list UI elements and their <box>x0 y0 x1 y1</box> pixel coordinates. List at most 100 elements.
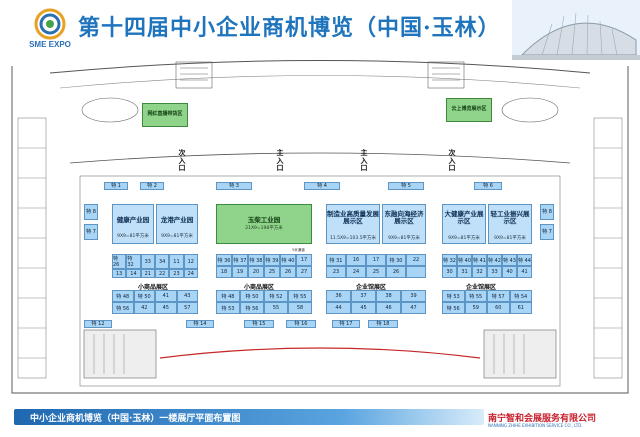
booth[interactable]: 特 56 <box>442 302 465 314</box>
booth[interactable]: 38 <box>376 290 401 302</box>
booth[interactable]: 21 <box>140 269 155 278</box>
booth[interactable]: 24 <box>183 269 198 278</box>
booth[interactable]: 27 <box>296 266 312 278</box>
booth-left-7[interactable]: 特 7 <box>84 224 98 240</box>
booth[interactable]: 特 55 <box>288 290 312 302</box>
booth-right-8[interactable]: 特 8 <box>540 204 554 220</box>
booth[interactable]: 58 <box>288 302 312 314</box>
booth-special-16[interactable]: 特 16 <box>286 320 316 328</box>
booth-special-4[interactable]: 特 4 <box>304 182 340 190</box>
entrance-main-left[interactable]: 主入口 <box>276 149 284 173</box>
booth-right-7[interactable]: 特 7 <box>540 224 554 240</box>
booth[interactable]: 23 <box>326 266 346 278</box>
booth[interactable]: 特 39 <box>264 254 280 266</box>
booth[interactable]: 30 <box>442 266 457 278</box>
booth[interactable]: 25 <box>366 266 386 278</box>
zone-longyao-park[interactable]: 龙港产业园 9X9=81平方米 <box>156 204 198 244</box>
booth-special-2[interactable]: 特 2 <box>140 182 164 190</box>
booth[interactable]: 32 <box>472 266 487 278</box>
booth[interactable]: 11 <box>169 254 184 269</box>
booth[interactable]: 55 <box>264 302 288 314</box>
booth[interactable]: 特 48 <box>216 290 240 302</box>
booth[interactable]: 特 50 <box>240 290 264 302</box>
booth-special-17[interactable]: 特 17 <box>332 320 360 328</box>
booth[interactable]: 18 <box>216 266 232 278</box>
booth[interactable]: 特 38 <box>248 254 264 266</box>
booth[interactable]: 特 55 <box>464 290 487 302</box>
booth[interactable]: 57 <box>176 302 198 314</box>
booth[interactable]: 31 <box>457 266 472 278</box>
booth[interactable]: 特 53 <box>442 290 465 302</box>
booth[interactable]: 34 <box>154 254 170 269</box>
booth[interactable]: 特 41 <box>472 254 487 266</box>
booth[interactable]: 22 <box>154 269 170 278</box>
booth[interactable]: 26 <box>280 266 296 278</box>
booth[interactable]: 特 26 <box>112 254 127 269</box>
zone-manufacturing[interactable]: 制造业高质量发展展示区 11.5X9=103.5平方米 <box>326 204 380 244</box>
zone-cloud-expo[interactable]: 云上博览展示区 <box>446 98 492 122</box>
booth-special-5[interactable]: 特 5 <box>388 182 424 190</box>
booth-left-8[interactable]: 特 8 <box>84 204 98 220</box>
booth[interactable]: 45 <box>351 302 376 314</box>
booth[interactable]: 61 <box>509 302 532 314</box>
booth-special-14[interactable]: 特 14 <box>186 320 214 328</box>
booth[interactable]: 特 42 <box>487 254 502 266</box>
booth[interactable]: 16 <box>346 254 366 266</box>
zone-yuchai-industrial-park[interactable]: 玉柴工业园 21X9=198平方米 <box>216 204 312 244</box>
booth[interactable]: 59 <box>464 302 487 314</box>
zone-dongrong[interactable]: 东融向海经济展示区 9X9=81平方米 <box>382 204 426 244</box>
booth[interactable]: 37 <box>351 290 376 302</box>
zone-health-park[interactable]: 健康产业园 9X9=81平方米 <box>112 204 154 244</box>
booth-special-3[interactable]: 特 3 <box>216 182 252 190</box>
booth[interactable]: 36 <box>326 290 351 302</box>
booth[interactable]: 45 <box>155 302 177 314</box>
booth-special-1[interactable]: 特 1 <box>104 182 128 190</box>
booth[interactable]: 特 36 <box>216 254 232 266</box>
booth[interactable]: 20 <box>248 266 264 278</box>
zone-big-health[interactable]: 大健康产业展示区 9X9=81平方米 <box>442 204 486 244</box>
booth[interactable]: 25 <box>264 266 280 278</box>
booth[interactable]: 14 <box>126 269 141 278</box>
booth[interactable] <box>406 266 426 278</box>
booth[interactable]: 23 <box>169 269 184 278</box>
booth[interactable]: 特 43 <box>502 254 517 266</box>
booth[interactable]: 22 <box>406 254 426 266</box>
booth[interactable]: 43 <box>176 290 198 302</box>
booth[interactable]: 26 <box>386 266 406 278</box>
booth[interactable]: 特 50 <box>133 290 155 302</box>
booth[interactable]: 42 <box>133 302 155 314</box>
booth[interactable]: 特 31 <box>326 254 346 266</box>
booth[interactable]: 特 48 <box>112 290 134 302</box>
booth[interactable]: 41 <box>517 266 532 278</box>
booth[interactable]: 33 <box>487 266 502 278</box>
entrance-secondary-right[interactable]: 次入口 <box>448 149 456 173</box>
booth[interactable]: 44 <box>326 302 351 314</box>
zone-livestream[interactable]: 网红直播带货区 <box>142 103 188 127</box>
booth[interactable]: 13 <box>112 269 127 278</box>
booth[interactable]: 特 40 <box>457 254 472 266</box>
booth[interactable]: 17 <box>296 254 312 266</box>
booth[interactable]: 特 56 <box>240 302 264 314</box>
booth[interactable]: 特 57 <box>487 290 510 302</box>
booth[interactable]: 特 37 <box>232 254 248 266</box>
booth[interactable]: 24 <box>346 266 366 278</box>
booth[interactable]: 17 <box>366 254 386 266</box>
booth[interactable]: 特 32 <box>126 254 141 269</box>
booth[interactable]: 特 44 <box>517 254 532 266</box>
booth[interactable]: 特 32 <box>442 254 457 266</box>
booth[interactable]: 39 <box>401 290 426 302</box>
booth[interactable]: 33 <box>140 254 155 269</box>
booth[interactable]: 19 <box>232 266 248 278</box>
booth[interactable]: 41 <box>155 290 177 302</box>
booth[interactable]: 47 <box>401 302 426 314</box>
booth[interactable]: 特 40 <box>280 254 296 266</box>
booth-special-12[interactable]: 特 12 <box>84 320 112 328</box>
booth[interactable]: 特 30 <box>386 254 406 266</box>
entrance-secondary-left[interactable]: 次入口 <box>178 149 186 173</box>
booth[interactable]: 特 52 <box>264 290 288 302</box>
booth[interactable]: 12 <box>183 254 198 269</box>
booth[interactable]: 46 <box>376 302 401 314</box>
booth[interactable]: 40 <box>502 266 517 278</box>
booth-special-18[interactable]: 特 18 <box>368 320 398 328</box>
booth-special-6[interactable]: 特 6 <box>474 182 502 190</box>
